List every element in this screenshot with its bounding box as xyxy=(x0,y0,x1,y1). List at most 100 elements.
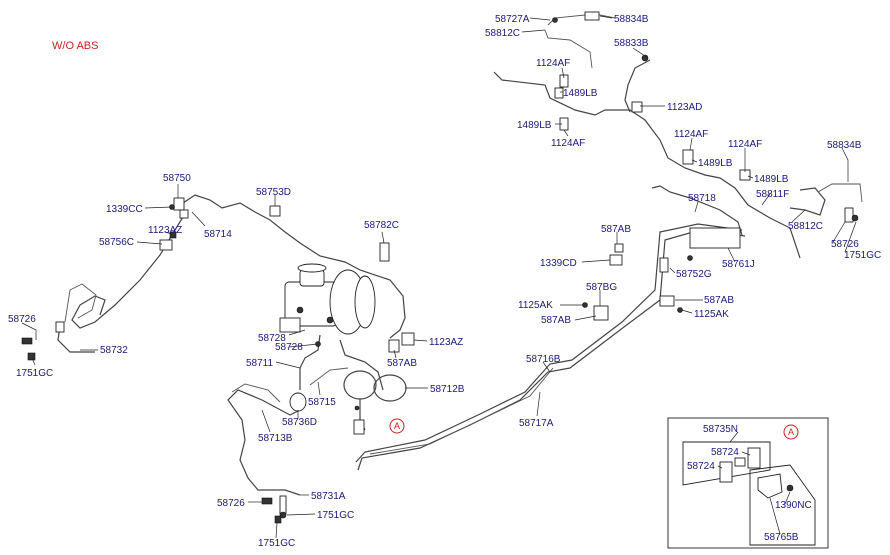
main-brake-pipes xyxy=(355,223,746,471)
label-1390NC: 1390NC xyxy=(775,500,812,511)
label-1489LB-b: 1489LB xyxy=(517,120,552,131)
coil-58712B xyxy=(343,370,407,435)
label-1124AF-d: 1124AF xyxy=(728,139,762,150)
bolt-1390NC xyxy=(786,484,794,492)
inset-detail-a xyxy=(667,417,829,549)
pad-58724-b xyxy=(747,447,761,469)
clip-1123AZ-b xyxy=(401,332,415,346)
clip-587AB-a xyxy=(614,243,624,253)
part-labels: 58727A 58834B 58812C 58833B 1124AF 1489L… xyxy=(8,14,881,549)
bracket-58765B xyxy=(757,473,783,499)
clip-58750 xyxy=(173,197,185,211)
clip-1751GC-left xyxy=(27,352,36,361)
clip-58782C xyxy=(379,242,390,262)
master-cylinder xyxy=(279,263,376,335)
label-58756C: 58756C xyxy=(99,237,134,248)
label-1123AZ-b: 1123AZ xyxy=(429,337,463,348)
label-58812C-top: 58812C xyxy=(485,28,520,39)
label-1123AD: 1123AD xyxy=(667,102,702,113)
marker-a-inset: A xyxy=(783,424,799,440)
label-58726-right: 58726 xyxy=(831,239,859,250)
label-1124AF-c: 1124AF xyxy=(674,129,708,140)
label-1124AF-a: 1124AF xyxy=(536,58,570,69)
label-58736D: 58736D xyxy=(282,417,317,428)
label-58812C-right: 58812C xyxy=(788,221,823,232)
pipe-58714 xyxy=(64,194,406,339)
bracket-58761J xyxy=(689,227,741,249)
rear-parts xyxy=(552,11,859,321)
svg-text:A: A xyxy=(394,421,400,431)
label-1123AZ-a: 1123AZ xyxy=(148,225,182,236)
label-1489LB-c: 1489LB xyxy=(698,158,733,169)
master-cylinder-lines xyxy=(299,334,384,391)
label-587AB-b: 587AB xyxy=(541,315,571,326)
clip-1124AF-c xyxy=(682,149,694,165)
leader-lines xyxy=(21,15,857,539)
label-58728-b: 58728 xyxy=(275,342,303,353)
label-58834B-right: 58834B xyxy=(827,140,862,151)
label-58713B: 58713B xyxy=(258,433,293,444)
svg-text:A: A xyxy=(788,427,794,437)
label-1124AF-b: 1124AF xyxy=(551,138,585,149)
label-58761J: 58761J xyxy=(722,259,755,270)
label-58715: 58715 xyxy=(308,397,336,408)
diagram-title: W/O ABS xyxy=(52,40,98,52)
label-58724-a: 58724 xyxy=(711,447,739,458)
clip-1751GC-right xyxy=(851,214,859,222)
bolt-left xyxy=(21,337,33,345)
label-58726-left: 58726 xyxy=(8,314,36,325)
clip-1123AD xyxy=(631,101,643,113)
clip-587AB-d xyxy=(388,339,400,353)
proportioning-valve xyxy=(353,419,365,435)
label-58724-b: 58724 xyxy=(687,461,715,472)
clip-1751GC-bottom xyxy=(274,515,282,524)
label-587AB-a: 587AB xyxy=(601,224,631,235)
hose-58731A xyxy=(279,495,287,515)
fitting-58726-right xyxy=(844,207,854,223)
clip-587AB-b xyxy=(659,295,675,307)
label-58750: 58750 xyxy=(163,173,191,184)
pad-58724-a xyxy=(719,461,733,483)
clip-58753D xyxy=(269,205,281,217)
label-1751GC-bottom-right: 1751GC xyxy=(317,510,354,521)
label-58711: 58711 xyxy=(246,358,274,369)
label-1125AK-a: 1125AK xyxy=(518,300,553,311)
label-58833B: 58833B xyxy=(614,38,649,49)
label-587AB-d: 587AB xyxy=(387,358,417,369)
label-1489LB-d: 1489LB xyxy=(754,174,789,185)
label-58732: 58732 xyxy=(100,345,128,356)
label-1751GC-right: 1751GC xyxy=(844,250,881,261)
front-left-hose xyxy=(21,321,95,361)
label-1489LB-a: 1489LB xyxy=(563,88,598,99)
label-58727A: 58727A xyxy=(495,14,530,25)
label-58753D: 58753D xyxy=(256,187,291,198)
label-58717A: 58717A xyxy=(519,418,554,429)
clip-1124AF-a xyxy=(559,74,569,88)
clip-58752G xyxy=(659,257,669,273)
label-58752G: 58752G xyxy=(676,269,712,280)
bolt-bottom xyxy=(261,497,273,505)
clip-1489LB-a xyxy=(554,87,564,99)
clip-1123AZ xyxy=(169,231,177,239)
label-58716B: 58716B xyxy=(526,354,561,365)
clip-587BG xyxy=(593,305,609,321)
label-1339CC: 1339CC xyxy=(106,204,143,215)
label-58728-a: 58728 xyxy=(258,333,286,344)
label-58726-bottom: 58726 xyxy=(217,498,245,509)
label-1751GC-bottom: 1751GC xyxy=(258,538,295,549)
marker-a-main: A xyxy=(389,418,405,434)
clip-1339CD xyxy=(609,254,623,266)
bolt-1125AK-b xyxy=(677,307,683,313)
label-1751GC-left: 1751GC xyxy=(16,368,53,379)
rear-lines xyxy=(493,13,863,259)
label-587AB-c: 587AB xyxy=(704,295,734,306)
coil-58713B xyxy=(227,383,307,524)
label-58782C: 58782C xyxy=(364,220,399,231)
label-587BG: 587BG xyxy=(586,282,617,293)
label-58712B: 58712B xyxy=(430,384,465,395)
label-58718: 58718 xyxy=(688,193,716,204)
label-58811F: 58811F xyxy=(756,189,789,200)
label-1125AK-b: 1125AK xyxy=(694,309,729,320)
